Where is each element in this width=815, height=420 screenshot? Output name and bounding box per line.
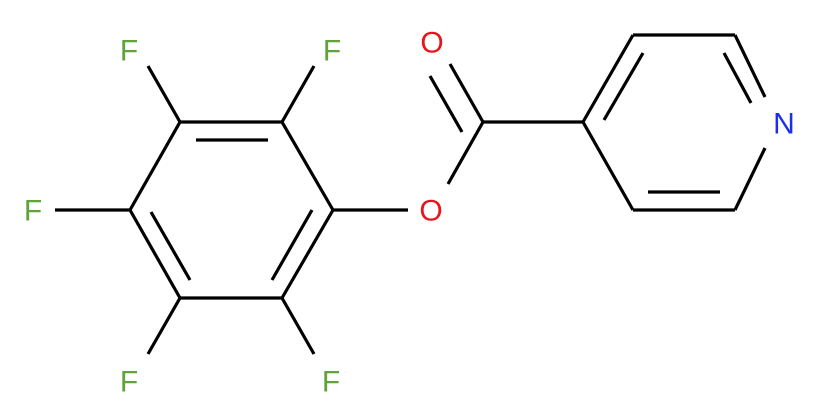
bond-pyr-upper-left	[581, 34, 635, 123]
atom-f-left: F	[24, 195, 42, 228]
atom-o-carbonyl: O	[420, 27, 443, 60]
atom-f-top-right: F	[323, 35, 341, 68]
atom-o-ester: O	[419, 195, 442, 228]
bond-ring-lower-right	[280, 209, 335, 299]
carbon-fluorine-bonds	[55, 65, 316, 355]
bond-ring-lower-right-inner	[270, 209, 314, 281]
bond-ester-oxygen-to-carbonyl-carbon	[446, 121, 485, 185]
bond-pyr-upper-right-inner	[722, 52, 753, 104]
atom-f-bottom-left: F	[120, 366, 138, 399]
atom-labels: F F F F F O O N	[24, 27, 795, 399]
bond-c-f-bottom-left	[146, 297, 182, 355]
bond-pyr-lower-right	[733, 147, 767, 211]
bond-carbonyl-double-inner	[428, 75, 464, 133]
bond-ring-lower-left-inner	[149, 211, 192, 281]
bond-c-f-bottom-right	[280, 297, 316, 355]
bond-c-f-top-right	[280, 65, 316, 123]
atom-n-pyridine: N	[773, 108, 795, 141]
ester-linkage	[333, 63, 583, 212]
bond-pyr-upper-left-inner	[602, 52, 645, 121]
bond-ring-lower-left	[128, 209, 182, 299]
bond-pyr-upper-right	[733, 34, 767, 98]
bond-pyr-lower-left	[581, 121, 635, 211]
pentafluorophenyl-ring	[128, 120, 335, 300]
atom-f-top-left: F	[120, 35, 138, 68]
bond-c-f-top-left	[146, 65, 182, 123]
bond-ring-upper-right	[280, 121, 335, 211]
atom-f-bottom-right: F	[322, 366, 340, 399]
pyridine-ring	[581, 33, 767, 212]
bond-carbonyl-double-outer	[448, 63, 485, 123]
bond-ring-upper-left	[128, 121, 182, 211]
